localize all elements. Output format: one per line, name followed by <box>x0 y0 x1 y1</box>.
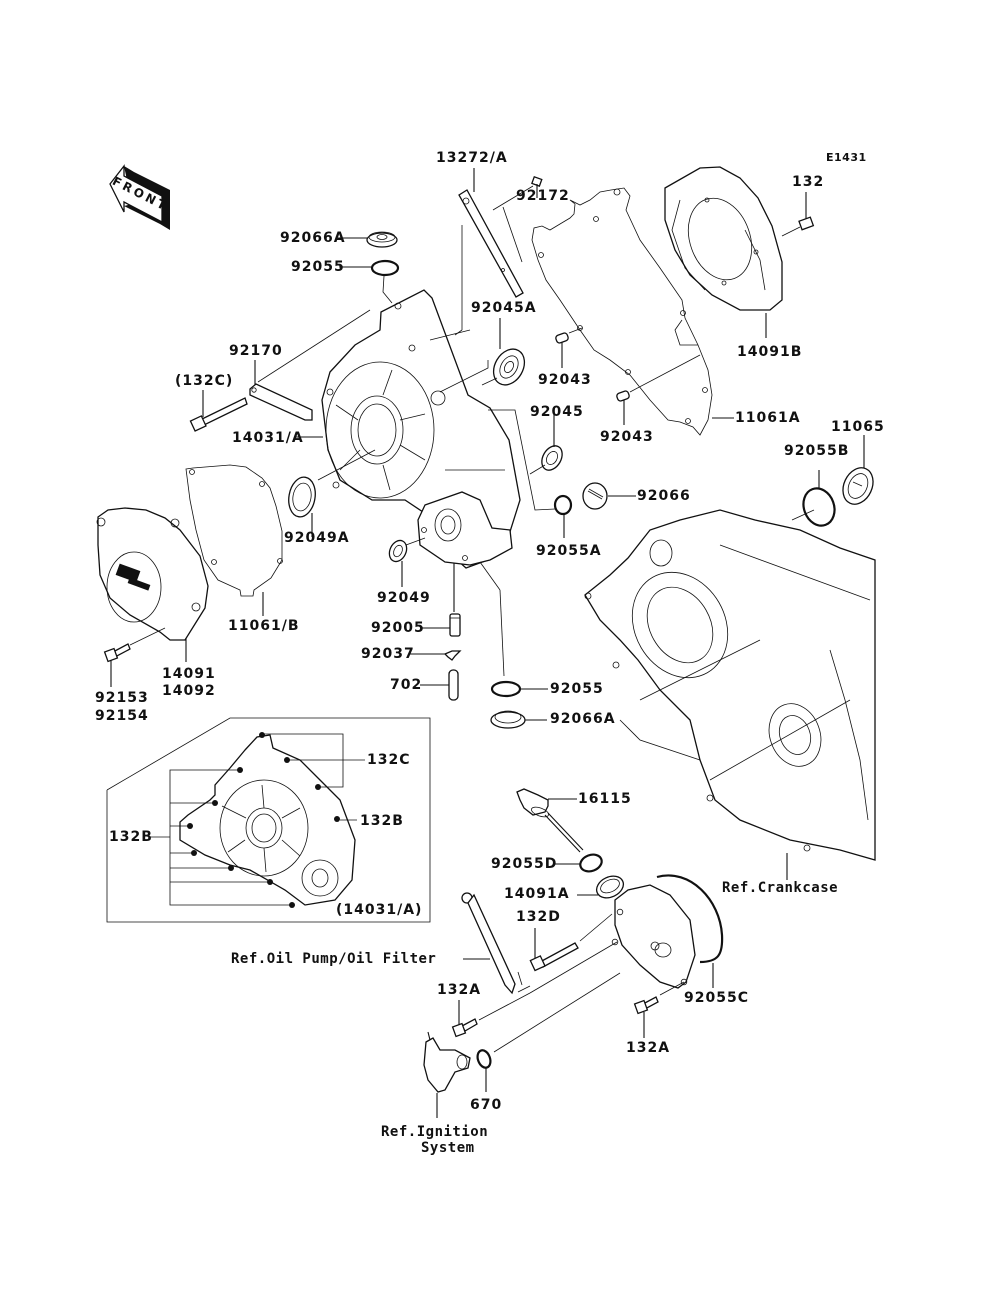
label-92055-top[interactable]: 92055 <box>291 259 345 275</box>
ref-oil-pump-pipe[interactable] <box>461 892 523 995</box>
label-14091a[interactable]: 14091A <box>504 886 570 902</box>
part-13272-a-bracket[interactable] <box>458 189 524 298</box>
label-11061a[interactable]: 11061A <box>735 410 801 426</box>
part-92153-bolt[interactable] <box>103 643 131 663</box>
part-132a-bolt-left[interactable] <box>451 1018 478 1038</box>
label-92049[interactable]: 92049 <box>377 590 431 606</box>
part-16115-dipstick[interactable] <box>516 788 584 853</box>
part-92066a-plug-bottom[interactable] <box>490 710 526 729</box>
part-92049a-oil-seal[interactable] <box>286 475 319 519</box>
ref-ignition-sensor[interactable] <box>423 1031 471 1093</box>
part-14031-a-main-cover[interactable] <box>321 289 521 569</box>
label-92170[interactable]: 92170 <box>229 343 283 359</box>
part-92037-clamp[interactable] <box>443 650 462 661</box>
part-92170-strap[interactable] <box>249 383 313 421</box>
label-92043-b[interactable]: 92043 <box>600 429 654 445</box>
part-92055-oring-bottom[interactable] <box>490 680 522 698</box>
part-132-bolt[interactable] <box>798 216 815 231</box>
ref-ignition-label-line1[interactable]: Ref.Ignition <box>381 1124 489 1140</box>
label-92005[interactable]: 92005 <box>371 620 425 636</box>
part-11065-seal[interactable] <box>837 463 878 509</box>
label-14091[interactable]: 14091 <box>162 666 216 682</box>
label-92045a[interactable]: 92045A <box>471 300 537 316</box>
part-14091b-plate[interactable] <box>664 166 783 311</box>
label-670[interactable]: 670 <box>470 1097 503 1113</box>
part-92005-fitting[interactable] <box>449 613 461 637</box>
diagram-code: E1431 <box>826 151 867 164</box>
ref-oil-pump-label[interactable]: Ref.Oil Pump/Oil Filter <box>231 951 437 967</box>
label-11065[interactable]: 11065 <box>831 419 885 435</box>
part-14091-generator-cover[interactable] <box>96 507 209 641</box>
ref-crankcase-label[interactable]: Ref.Crankcase <box>722 880 839 896</box>
label-92055-bottom[interactable]: 92055 <box>550 681 604 697</box>
label-92055b[interactable]: 92055B <box>784 443 850 459</box>
part-132a-bolt-right[interactable] <box>633 996 659 1015</box>
part-92055d-oring[interactable] <box>578 852 604 875</box>
label-92055c[interactable]: 92055C <box>684 990 749 1006</box>
part-132d-bolt[interactable] <box>529 942 579 972</box>
label-92037[interactable]: 92037 <box>361 646 415 662</box>
label-92066[interactable]: 92066 <box>637 488 691 504</box>
label-92045[interactable]: 92045 <box>530 404 584 420</box>
label-132a-left[interactable]: 132A <box>437 982 482 998</box>
inset-bolt-location-panel <box>106 717 431 923</box>
part-11061a-gasket[interactable] <box>531 187 713 436</box>
part-11061-b-gasket[interactable] <box>185 464 283 597</box>
part-92055c-oring[interactable] <box>656 874 724 964</box>
label-132b-right[interactable]: 132B <box>360 813 404 829</box>
part-92172-bolt[interactable] <box>531 175 543 187</box>
label-11061-b[interactable]: 11061/B <box>228 618 300 634</box>
part-702-pipe[interactable] <box>448 669 459 701</box>
label-92172[interactable]: 92172 <box>516 188 570 204</box>
label-132c[interactable]: 132C <box>367 752 411 768</box>
front-direction-arrow-icon <box>109 164 170 230</box>
label-132d[interactable]: 132D <box>516 909 561 925</box>
label-14091b[interactable]: 14091B <box>737 344 803 360</box>
label-92043-a[interactable]: 92043 <box>538 372 592 388</box>
label-92055a[interactable]: 92055A <box>536 543 602 559</box>
ref-crankcase-drawing[interactable] <box>584 509 876 861</box>
label-92066a-top[interactable]: 92066A <box>280 230 346 246</box>
label-702[interactable]: 702 <box>390 677 423 693</box>
label-16115[interactable]: 16115 <box>578 791 632 807</box>
label-14092[interactable]: 14092 <box>162 683 216 699</box>
label-14031-a-paren[interactable]: (14031/A) <box>336 902 423 918</box>
part-92045a-bearing[interactable] <box>487 344 530 391</box>
label-132c-paren[interactable]: (132C) <box>175 373 234 389</box>
label-14031-a[interactable]: 14031/A <box>232 430 304 446</box>
label-92049a[interactable]: 92049A <box>284 530 350 546</box>
label-132[interactable]: 132 <box>792 174 825 190</box>
label-92153[interactable]: 92153 <box>95 690 149 706</box>
label-132b-left[interactable]: 132B <box>109 829 153 845</box>
part-670-oring[interactable] <box>475 1048 492 1069</box>
label-13272-a[interactable]: 13272/A <box>436 150 508 166</box>
part-92066a-plug-top[interactable] <box>366 231 398 248</box>
part-92049-oil-seal[interactable] <box>386 538 410 565</box>
part-92055a-oring[interactable] <box>553 494 573 516</box>
part-92055-oring-top[interactable] <box>370 259 400 277</box>
part-92055b-oring[interactable] <box>798 484 839 530</box>
label-92055d[interactable]: 92055D <box>491 856 558 872</box>
part-92066-plug[interactable] <box>582 482 608 510</box>
part-14091a-filter-cover[interactable] <box>593 872 696 989</box>
label-92154[interactable]: 92154 <box>95 708 149 724</box>
ref-ignition-label-line2[interactable]: System <box>421 1140 475 1156</box>
part-92045-bearing[interactable] <box>538 442 567 474</box>
part-92043-dowel-b[interactable] <box>616 390 630 402</box>
part-132c-bolt-paren[interactable] <box>189 397 248 432</box>
part-92043-dowel-a[interactable] <box>555 332 569 344</box>
label-92066a-bottom[interactable]: 92066A <box>550 711 616 727</box>
label-132a-right[interactable]: 132A <box>626 1040 671 1056</box>
